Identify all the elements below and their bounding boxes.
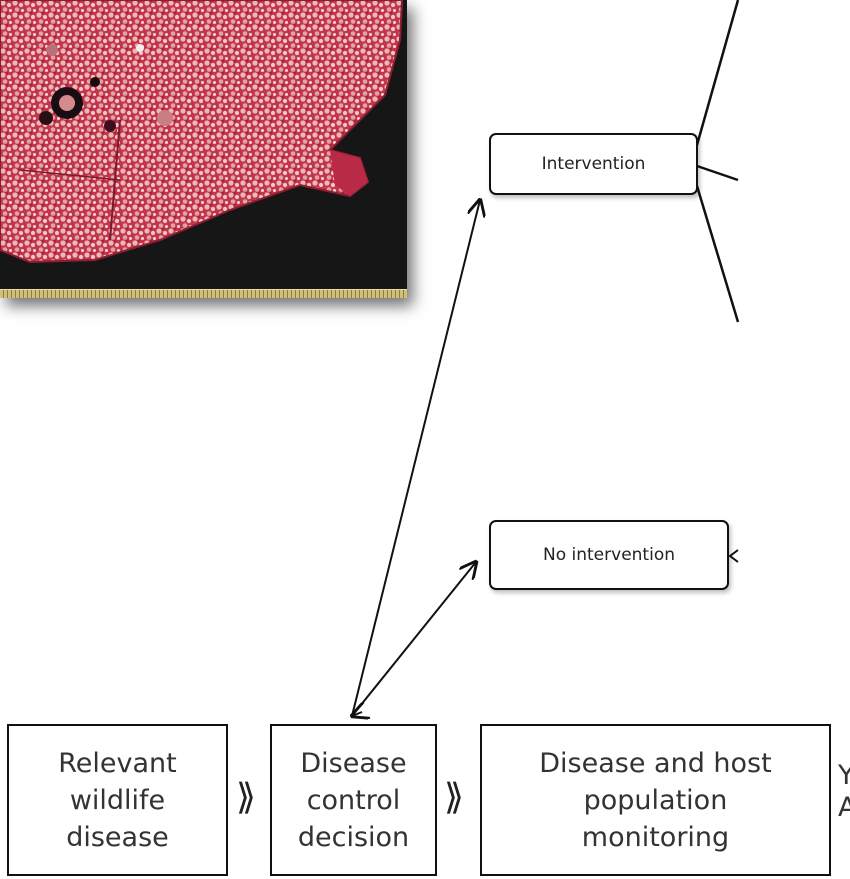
arrow-head-no-intervention bbox=[730, 550, 738, 562]
relevant-disease-label: Relevant wildlife disease bbox=[58, 745, 177, 856]
chevron-icon: ⟫ bbox=[444, 780, 464, 816]
relevant-disease-box: Relevant wildlife disease bbox=[7, 724, 228, 876]
no-intervention-box: No intervention bbox=[489, 520, 729, 590]
line-intervention-down bbox=[697, 186, 738, 322]
control-decision-label: Disease control decision bbox=[298, 745, 409, 856]
cutoff-letter: A bbox=[838, 792, 850, 823]
chevron-icon: ⟫ bbox=[236, 780, 256, 816]
intervention-label: Intervention bbox=[542, 154, 646, 174]
line-intervention-right bbox=[697, 166, 738, 180]
no-intervention-label: No intervention bbox=[543, 545, 675, 565]
monitoring-label: Disease and host population monitoring bbox=[539, 745, 771, 856]
control-decision-box: Disease control decision bbox=[270, 724, 437, 876]
monitoring-box: Disease and host population monitoring bbox=[480, 724, 831, 876]
arrow-to-intervention bbox=[352, 200, 480, 716]
line-intervention-up bbox=[697, 0, 738, 145]
cutoff-letter: Y bbox=[838, 760, 850, 791]
intervention-box: Intervention bbox=[489, 133, 698, 195]
